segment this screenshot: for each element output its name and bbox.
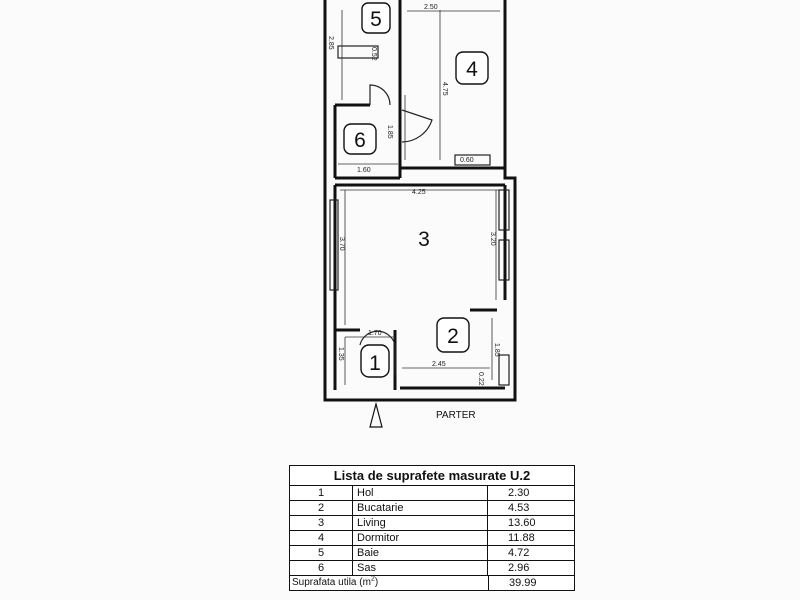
legend-title: Lista de suprafete masurate U.2	[290, 466, 574, 486]
floor-label: PARTER	[436, 410, 476, 421]
room-marker-4: 4	[455, 51, 489, 85]
dim-1-60: 1.60	[357, 167, 371, 174]
total-row: Suprafata utila (m2) 39.99	[290, 576, 574, 590]
entrance-arrow-icon	[369, 401, 383, 428]
row-area: 13.60	[508, 517, 536, 529]
table-row: 3 Living 13.60	[290, 516, 574, 531]
row-room-name: Dormitor	[353, 531, 488, 545]
room-number-6: 6	[354, 129, 366, 152]
row-area: 2.30	[508, 487, 530, 499]
total-label: Suprafata utila (m2)	[290, 576, 489, 590]
table-row: 5 Baie 4.72	[290, 546, 574, 561]
row-number: 1	[290, 486, 353, 500]
room-number-1: 1	[369, 352, 381, 375]
row-number: 2	[290, 501, 353, 515]
room-marker-2: 2	[436, 317, 470, 353]
dim-2-50: 2.50	[424, 4, 438, 11]
dim-3-70: 3.70	[338, 237, 345, 251]
table-row: 1 Hol 2.30	[290, 486, 574, 501]
dim-0-22: 0.22	[477, 372, 484, 386]
doors	[359, 84, 433, 375]
interior-walls	[333, 0, 507, 390]
table-row: 2 Bucatarie 4.53	[290, 501, 574, 516]
outer-walls	[323, 0, 517, 402]
room-marker-1: 1	[360, 344, 390, 378]
dim-4-75: 4.75	[441, 82, 448, 96]
dim-4-25: 4.25	[412, 189, 426, 196]
row-number: 4	[290, 531, 353, 545]
row-area: 4.53	[508, 502, 530, 514]
total-area: 39.99	[509, 577, 537, 589]
dim-1-85-kitchen: 1.85	[493, 343, 500, 357]
area-legend-table: Lista de suprafete masurate U.2 1 Hol 2.…	[289, 465, 575, 591]
dimension-texts: 2.50 4.75 2.85 0.52 1.85 1.60 0.60 4.25 …	[327, 4, 500, 386]
row-room-name: Baie	[353, 546, 488, 560]
room-marker-3: 3	[418, 228, 430, 251]
dim-1-85-sas: 1.85	[386, 125, 393, 139]
dim-2-85: 2.85	[327, 36, 334, 50]
room-number-5: 5	[370, 8, 382, 31]
row-number: 6	[290, 561, 353, 575]
windows	[329, 189, 510, 386]
dim-3-20: 3.20	[489, 232, 496, 246]
room-number-2: 2	[447, 325, 459, 348]
table-row: 6 Sas 2.96	[290, 561, 574, 576]
row-area: 11.88	[508, 532, 535, 544]
row-room-name: Living	[353, 516, 488, 530]
dim-1-35: 1.35	[337, 347, 344, 361]
dim-0-52: 0.52	[370, 47, 377, 61]
room-number-3: 3	[418, 228, 430, 251]
dim-0-60: 0.60	[460, 157, 474, 164]
bath-fixtures	[337, 45, 491, 166]
row-area: 4.72	[508, 547, 530, 559]
room-number-4: 4	[466, 58, 478, 81]
row-room-name: Sas	[353, 561, 488, 575]
row-number: 5	[290, 546, 353, 560]
dim-1-70: 1.70	[368, 330, 382, 337]
row-room-name: Bucatarie	[353, 501, 488, 515]
row-area: 2.96	[508, 562, 530, 574]
room-marker-5: 5	[361, 2, 391, 34]
table-row: 4 Dormitor 11.88	[290, 531, 574, 546]
row-room-name: Hol	[353, 486, 488, 500]
dimension-lines	[338, 10, 500, 385]
dim-2-45: 2.45	[432, 361, 446, 368]
room-marker-6: 6	[343, 123, 377, 155]
row-number: 3	[290, 516, 353, 530]
